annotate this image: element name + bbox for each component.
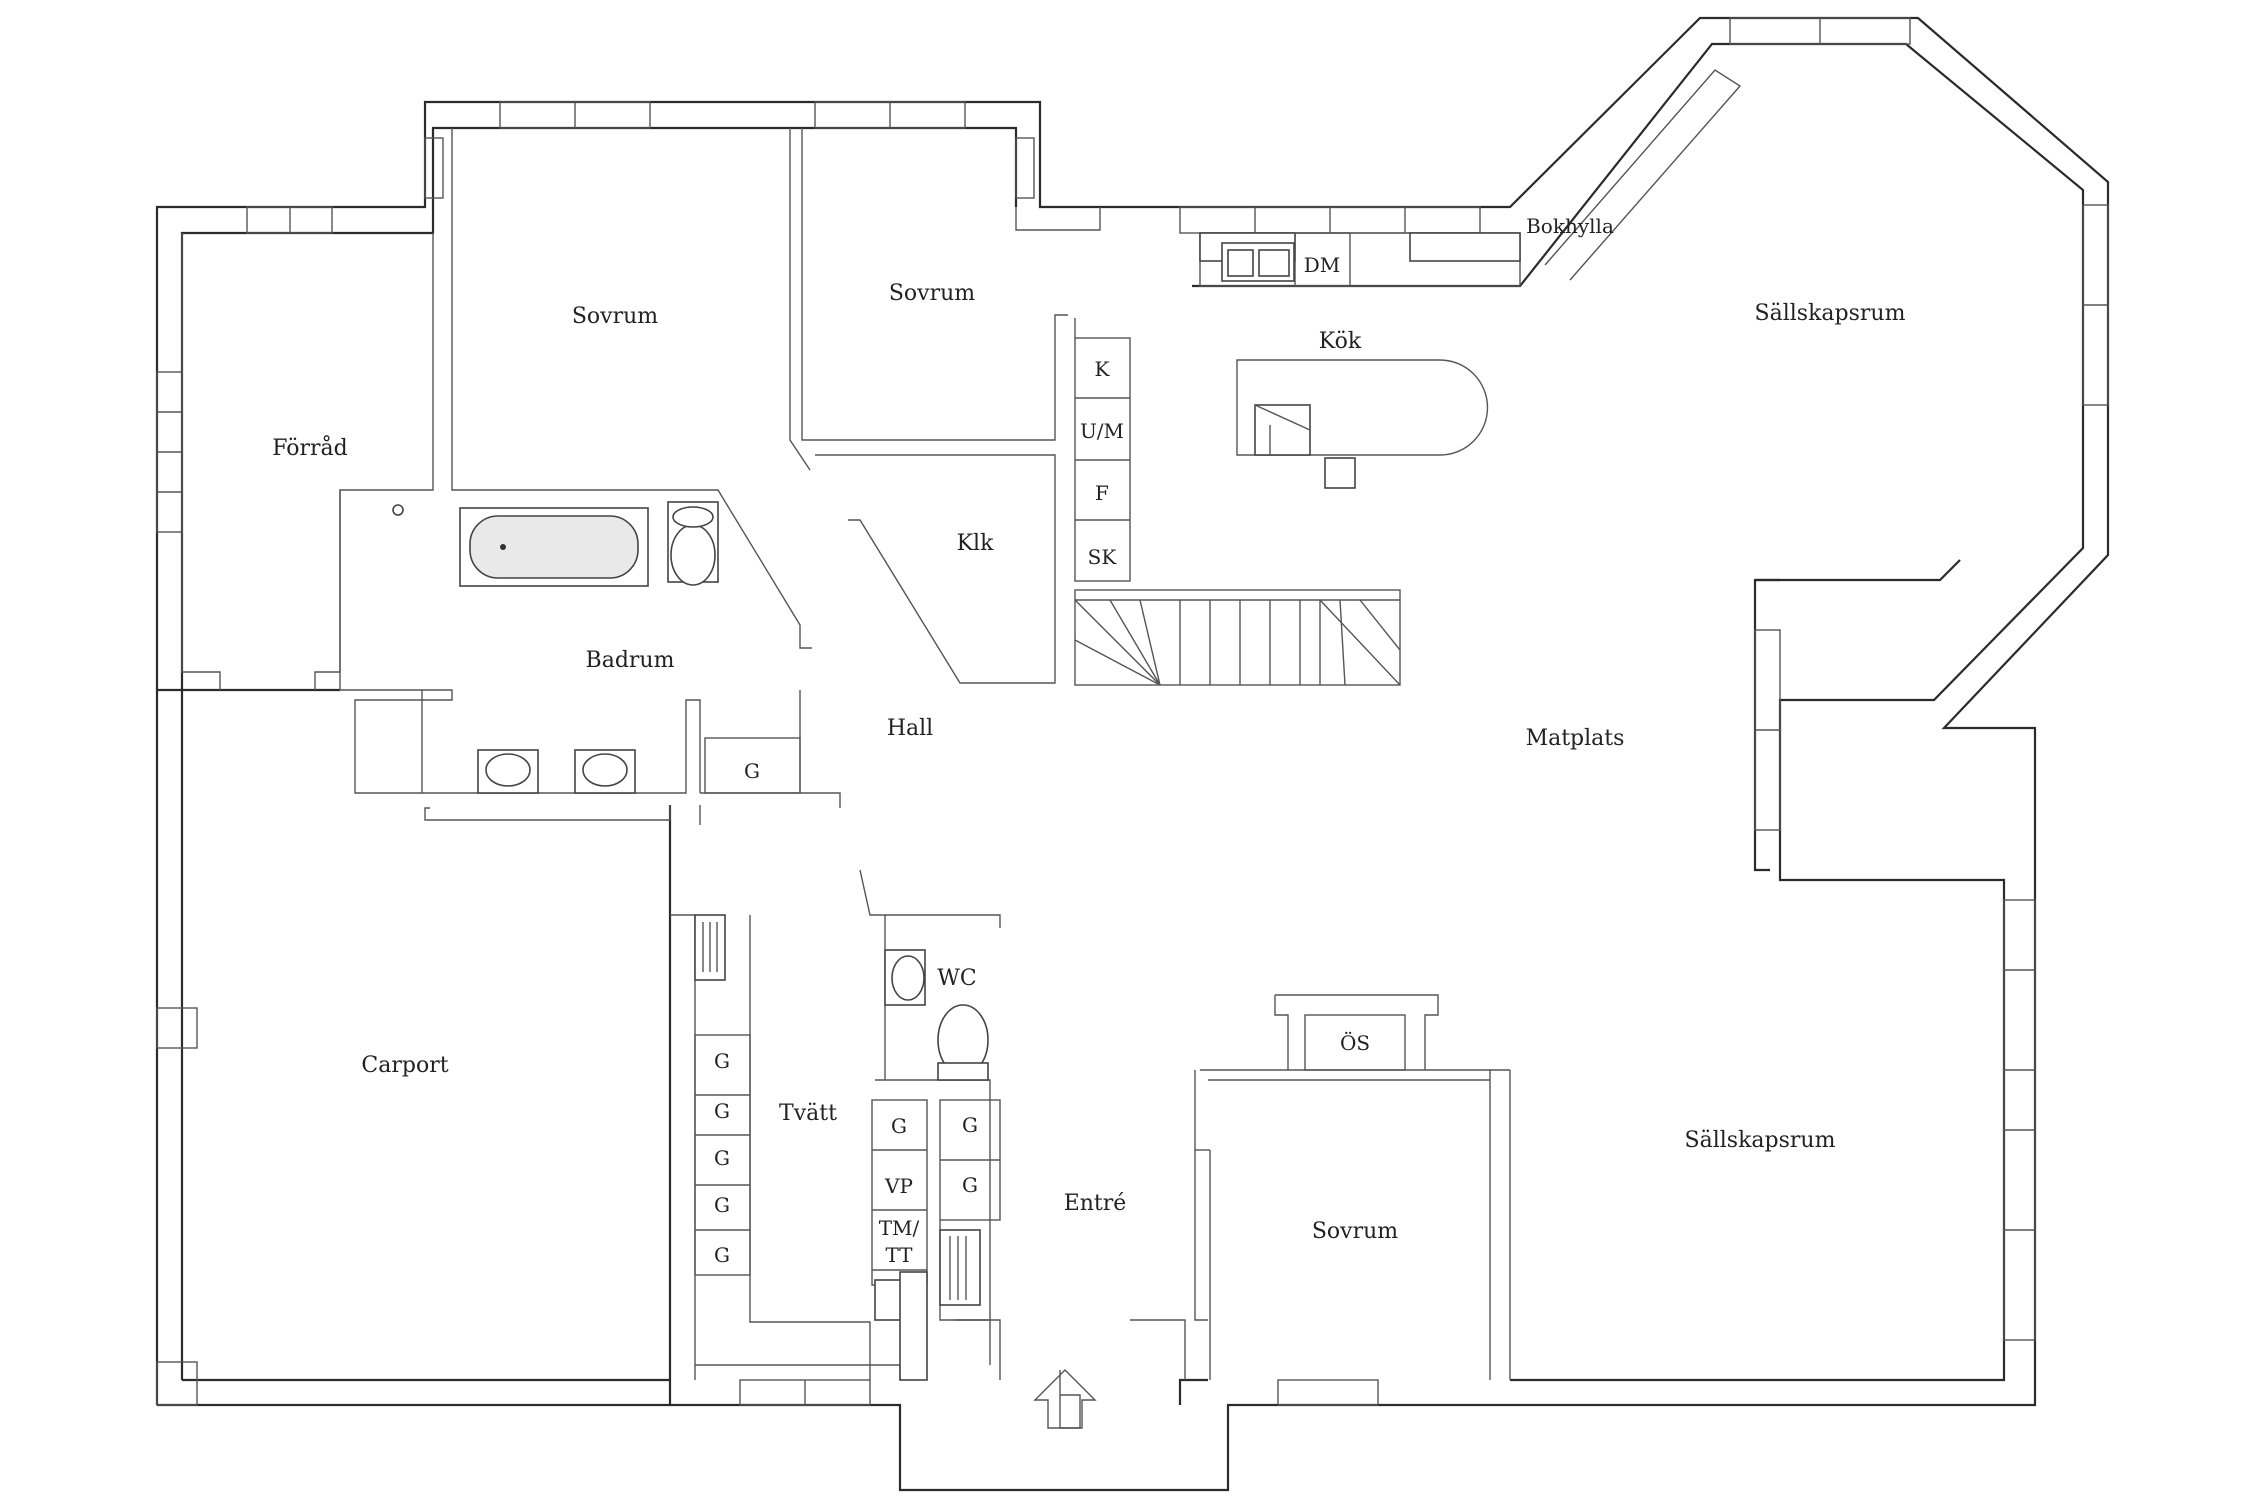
room-label-wc: WC: [937, 966, 976, 991]
staircase: [1074, 589, 1401, 686]
label-f: F: [1095, 481, 1109, 505]
label-g-tvatt-4: G: [714, 1193, 730, 1217]
room-label-entre: Entré: [1064, 1191, 1127, 1216]
room-label-hall: Hall: [887, 716, 933, 741]
label-bokhylla: Bokhylla: [1526, 214, 1614, 238]
bookshelf: [1544, 69, 1742, 281]
room-label-tvatt: Tvätt: [779, 1101, 837, 1126]
room-label-forrad: Förråd: [272, 434, 348, 461]
label-g-tvatt-5: G: [714, 1243, 730, 1267]
bathroom-fixtures: [392, 501, 801, 794]
label-vp: VP: [884, 1174, 913, 1198]
outer-walls: [155, 16, 2110, 1492]
wc-fixtures: [694, 914, 989, 1381]
label-um: U/M: [1080, 419, 1124, 443]
fixture-labels: Bokhylla DM K U/M F SK G G G G G G G VP …: [714, 214, 1614, 1267]
room-label-sallskapsrum-2: Sällskapsrum: [1685, 1128, 1836, 1153]
interior-walls: [181, 128, 1511, 1380]
label-tt: TT: [885, 1243, 913, 1267]
windows: [156, 17, 2109, 1406]
room-label-sovrum-1: Sovrum: [572, 304, 658, 329]
label-g-entre-1: G: [962, 1113, 978, 1137]
room-label-badrum: Badrum: [586, 648, 675, 673]
label-g-tvatt-2: G: [714, 1099, 730, 1123]
room-label-kok: Kök: [1319, 329, 1362, 354]
room-label-klk: Klk: [957, 531, 994, 556]
room-labels: Förråd Sovrum Sovrum Kök Sällskapsrum Kl…: [272, 281, 1905, 1244]
label-g-entre-2: G: [962, 1173, 978, 1197]
room-label-matplats: Matplats: [1526, 726, 1625, 751]
label-g-vp-col: G: [891, 1114, 907, 1138]
room-label-sovrum-2: Sovrum: [889, 281, 975, 306]
label-tm: TM/: [879, 1216, 920, 1240]
label-g-tvatt-1: G: [714, 1049, 730, 1073]
room-label-carport: Carport: [361, 1053, 448, 1078]
entrance-arrow-icon: [1033, 1369, 1097, 1429]
room-label-sovrum-3: Sovrum: [1312, 1219, 1398, 1244]
label-dm: DM: [1304, 253, 1341, 277]
label-g-tvatt-3: G: [714, 1146, 730, 1170]
label-sk: SK: [1088, 545, 1118, 569]
room-label-sallskapsrum-1: Sällskapsrum: [1755, 301, 1906, 326]
label-k: K: [1095, 357, 1111, 381]
kitchen-counter: [1199, 232, 1521, 489]
label-g-hall: G: [744, 759, 760, 783]
label-os: ÖS: [1340, 1030, 1370, 1055]
